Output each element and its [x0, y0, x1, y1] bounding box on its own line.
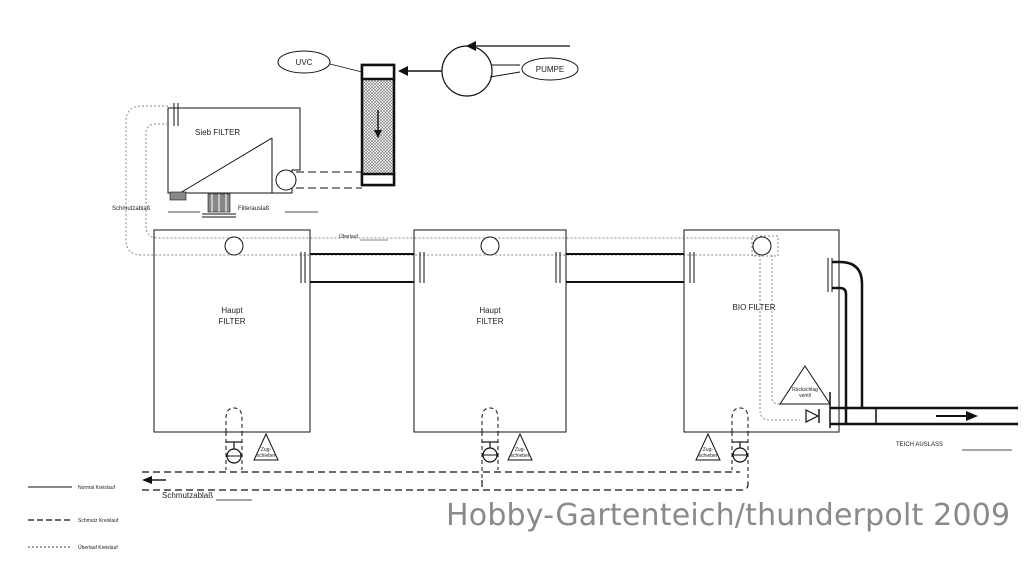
outlet-pipe-outer [832, 260, 1018, 410]
valve-2: Zug- schieber [481, 432, 533, 480]
sieb-inlet-port [275, 169, 297, 191]
pipe-haupt1-haupt2 [310, 253, 414, 283]
pump-label-bubble [521, 57, 579, 81]
uvc-bottom-cap [360, 172, 396, 187]
valve-1-label-1: Zug- [261, 447, 272, 453]
valve-3-label-triangle [695, 432, 721, 461]
haupt-filter-2-label-2: FILTER [477, 317, 504, 326]
haupt-filter-2: Haupt FILTER [413, 229, 567, 433]
valve-3: Zug- schieber [695, 432, 749, 478]
overflow-circuit [125, 105, 800, 421]
legend: Normal Kreislauf Schmutz Kreislauf Überl… [28, 485, 119, 551]
legend-ueberlauf-label: Überlauf Kreislauf [78, 544, 118, 551]
teich-outlet-pipe [829, 260, 1018, 428]
check-valve-arrow [805, 409, 820, 423]
ueberlauf-label: Überlauf [339, 233, 359, 240]
haupt-filter-1-overflow-port [224, 236, 244, 256]
valve-2-label-1: Zug- [515, 447, 526, 453]
check-valve-label-2: ventil [799, 393, 811, 399]
teich-auslass-label: TEICH AUSLASS [896, 442, 943, 448]
uvc-label-bubble [277, 50, 331, 74]
pump-circle [441, 45, 493, 97]
valve-1-label-2: schieber [257, 453, 276, 459]
legend-schmutz-label: Schmutz Kreislauf [78, 518, 119, 524]
haupt-filter-2-overflow-port [480, 236, 500, 256]
bio-filter-overflow-port [752, 236, 772, 256]
haupt-filter-2-body [413, 229, 567, 433]
check-valve-label-1: Rückschlag [792, 387, 818, 393]
valve-1: Zug- schieber [225, 432, 279, 470]
valve-3-label-2: schieber [699, 453, 718, 459]
schmutzablass-top-label: Schmutzablaß [112, 206, 151, 212]
check-valve-symbol [779, 365, 831, 405]
uvc-unit [360, 63, 396, 187]
bio-filter-body [683, 229, 840, 433]
sieb-filter-label: Sieb FILTER [195, 128, 240, 137]
bio-filter-label: BIO FILTER [733, 303, 776, 312]
legend-normal-label: Normal Kreislauf [78, 485, 116, 491]
haupt-filter-1-label-2: FILTER [219, 317, 246, 326]
schmutzablass-bottom-label: Schmutzablaß [162, 491, 213, 500]
haupt-filter-1: Haupt FILTER [153, 229, 311, 433]
bio-filter-overflow-box [751, 235, 779, 257]
dirt-drain-lines [142, 471, 749, 491]
pump-to-uvc-arrow [398, 66, 408, 76]
pump-group: PUMPE UVC [277, 41, 579, 97]
outlet-pipe-inner [832, 286, 848, 424]
drain-arrow-head [142, 476, 152, 484]
valve-1-label-triangle [253, 432, 279, 461]
haupt-filter-1-label-1: Haupt [221, 306, 243, 315]
uvc-pointer [329, 63, 363, 73]
pump-arrow-in [466, 41, 476, 51]
uvc-top-cap [360, 63, 396, 81]
bio-filter-drain-loop [731, 407, 749, 432]
bio-filter: BIO FILTER Rückschlag ventil [683, 229, 840, 433]
valve-2-label-triangle [507, 432, 533, 461]
pump-inlet-line-bottom2 [489, 71, 521, 78]
haupt-filter-1-body [153, 229, 311, 433]
watermark: Hobby-Gartenteich/thunderpolt 2009 [446, 498, 1011, 533]
sieb-filter-unit: Sieb FILTER Schmutzablaß Filterauslaß [112, 103, 318, 218]
uvc-flow-arrow-head [374, 130, 382, 138]
pipe-haupt2-bio [566, 253, 684, 283]
sieb-filter-body [167, 107, 301, 194]
haupt-filter-2-drain-loop [481, 407, 499, 432]
teich-flow-arrow-head [966, 411, 978, 421]
haupt-filter-2-label-1: Haupt [479, 306, 501, 315]
overflow-outer-loop [125, 105, 760, 256]
sieb-screen-diagonal [179, 137, 273, 194]
valve-3-label-1: Zug- [703, 447, 714, 453]
sieb-sludge-deposit [169, 191, 187, 201]
uvc-to-sieb-pipe [296, 171, 362, 189]
filterauslass-label: Filterauslaß [238, 206, 270, 212]
haupt-filter-1-drain-loop [225, 407, 243, 432]
valve-2-label-2: schieber [511, 453, 530, 459]
pump-label: PUMPE [536, 65, 564, 74]
overflow-inner-loop [145, 123, 760, 239]
drain-line-lower [142, 478, 749, 491]
uvc-label: UVC [296, 58, 313, 67]
